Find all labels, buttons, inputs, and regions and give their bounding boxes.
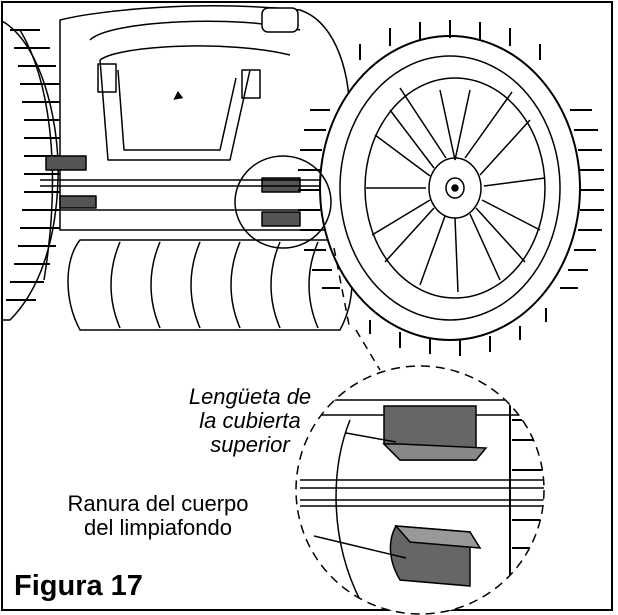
pentair-logo-icon — [173, 90, 184, 100]
zoom-leader-line — [355, 329, 381, 371]
slot-leader-line — [313, 535, 407, 559]
brush-roller — [67, 239, 353, 331]
cleaner-body-slot-label: Ranura del cuerpo del limpiafondo — [67, 491, 249, 540]
cleaner-body — [40, 5, 351, 231]
left-wheel — [3, 20, 64, 321]
detail-circle-marker — [234, 155, 332, 249]
tab-leader-line — [345, 432, 397, 443]
right-wheel — [298, 20, 604, 356]
top-cover-tab-label: Lengüeta de la cubierta superior — [188, 384, 312, 457]
figure-caption: Figura 17 — [14, 570, 143, 602]
zoom-detail — [295, 365, 545, 615]
